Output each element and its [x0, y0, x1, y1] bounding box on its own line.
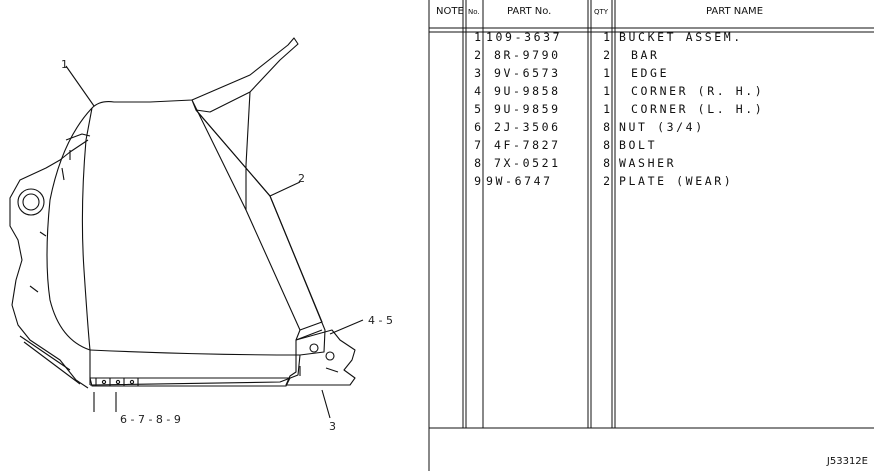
row-part-no: 2J-3506 — [494, 120, 561, 134]
callout-2: 2 — [298, 172, 305, 185]
row-no: 1 — [474, 30, 481, 44]
row-part-name: WASHER — [619, 156, 677, 170]
header-no: No. — [468, 8, 480, 16]
row-part-no: 4F-7827 — [494, 138, 561, 152]
parts-list-grid — [428, 0, 874, 471]
row-part-name: BOLT — [619, 138, 658, 152]
row-qty: 1 — [603, 102, 610, 116]
row-part-no: 109-3637 — [486, 30, 563, 44]
row-no: 3 — [474, 66, 481, 80]
row-no: 5 — [474, 102, 481, 116]
callout-3: 3 — [329, 420, 336, 433]
row-qty: 1 — [603, 84, 610, 98]
corner-piece — [285, 329, 356, 386]
leader-6789 — [93, 392, 117, 412]
bucket-exploded-drawing — [9, 37, 364, 419]
header-qty: QTY — [594, 8, 609, 16]
row-no: 7 — [474, 138, 481, 152]
leader-2 — [269, 181, 301, 197]
row-part-name: PLATE (WEAR) — [619, 174, 734, 188]
row-part-name: BAR — [631, 48, 660, 62]
row-qty: 8 — [603, 156, 610, 170]
row-qty: 1 — [603, 66, 610, 80]
row-qty: 8 — [603, 120, 610, 134]
row-part-no: 9U-9858 — [494, 84, 561, 98]
row-no: 6 — [474, 120, 481, 134]
row-no: 9 — [474, 174, 481, 188]
row-part-no: 9V-6573 — [494, 66, 561, 80]
row-no: 2 — [474, 48, 481, 62]
row-part-no: 9W-6747 — [486, 174, 553, 188]
cutting-edge — [89, 377, 291, 387]
parts-list-sheet: NOTE No. PART No. QTY PART NAME 1 109-36… — [428, 0, 874, 471]
row-part-no: 7X-0521 — [494, 156, 561, 170]
row-no: 8 — [474, 156, 481, 170]
row-part-name: NUT (3/4) — [619, 120, 705, 134]
row-part-no: 9U-9859 — [494, 102, 561, 116]
row-qty: 2 — [603, 174, 610, 188]
hinge-bracket — [9, 139, 89, 389]
row-part-no: 8R-9790 — [494, 48, 561, 62]
leader-3 — [321, 389, 331, 419]
bucket-shell — [89, 37, 326, 386]
callout-6-7-8-9: 6 - 7 - 8 - 9 — [120, 413, 181, 426]
header-note: NOTE — [436, 6, 464, 17]
header-part-name: PART NAME — [706, 6, 764, 17]
row-part-name: CORNER (L. H.) — [631, 102, 765, 116]
callout-4-5: 4 - 5 — [368, 314, 393, 327]
figure-number: J53312E — [826, 456, 868, 467]
leader-45 — [329, 319, 364, 335]
row-part-name: EDGE — [631, 66, 670, 80]
header-part-no: PART No. — [507, 6, 552, 17]
row-part-name: CORNER (R. H.) — [631, 84, 765, 98]
row-qty: 2 — [603, 48, 610, 62]
row-qty: 8 — [603, 138, 610, 152]
leader-1 — [65, 65, 95, 107]
row-no: 4 — [474, 84, 481, 98]
row-part-name: BUCKET ASSEM. — [619, 30, 743, 44]
callout-1: 1 — [61, 58, 68, 71]
pin-bore — [17, 188, 45, 216]
side-bar — [191, 99, 323, 331]
row-qty: 1 — [603, 30, 610, 44]
